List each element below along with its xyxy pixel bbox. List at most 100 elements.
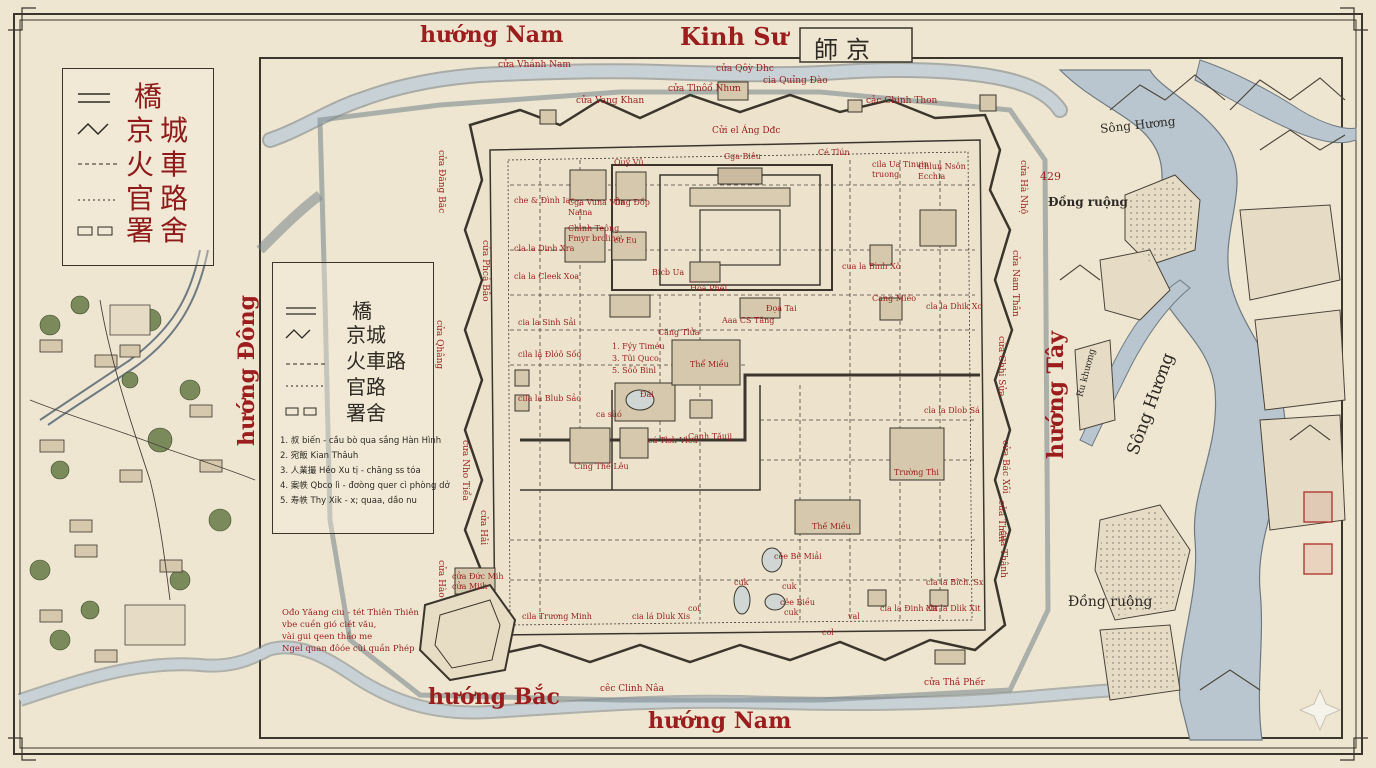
- citadel-building-label: Cé Tlún: [818, 148, 850, 157]
- citadel-building-label: Cang Miêo: [872, 294, 917, 303]
- gate-label: cửa Vang Khan: [576, 96, 645, 106]
- field-label: Đồng ruộng: [1048, 195, 1128, 209]
- gate-label: cửa Đăng Băc: [436, 150, 446, 214]
- map-note-line: Ođo Yăang ciu - tét Thiên Thiên: [282, 608, 419, 618]
- citadel-building-label: cửa Đức Mih: [452, 572, 504, 581]
- citadel-building-label: 3. Tũi Quco: [612, 354, 659, 363]
- citadel-building-label: Quỹ Vũ: [614, 158, 644, 167]
- number-label: 429: [1040, 170, 1061, 183]
- map-note-line: Ngel quan đôóe cũi quần Phép: [282, 644, 415, 654]
- legend-outer-char: 城: [160, 114, 189, 147]
- legend-outer-char: 署: [126, 214, 155, 247]
- legend-inner-row: 火車路: [346, 349, 406, 373]
- legend-entry: 1. 叔 biến - cầu bò qua sắng Hàn Hình: [280, 436, 442, 446]
- west-label: hướng Đông: [234, 295, 260, 446]
- gate-label: cửa Phcá Bâo: [480, 240, 490, 302]
- gate-label: cửa Hải: [478, 510, 488, 546]
- citadel-building-label: Cga Vuna Vila Naina: [568, 198, 625, 217]
- citadel-building-label: cila Ua Tinuin truong: [872, 160, 929, 179]
- citadel-building-label: cêe Bê Miải: [774, 552, 822, 561]
- legend-outer-char: 車: [160, 148, 189, 181]
- gate-label: cửa Tlnôổ Nhưn: [668, 84, 741, 94]
- citadel-building-label: cuk: [734, 578, 749, 587]
- legend-inner-row: 署舍: [346, 401, 386, 425]
- gate-label: cửa Hào: [436, 560, 446, 598]
- citadel-building-label: Căng Tlửa: [658, 328, 700, 337]
- citadel-building-label: che & Đình Iac: [514, 196, 575, 205]
- citadel-building-label: Bicb Ua: [652, 268, 685, 277]
- citadel-building-label: cila la Blub Sảo: [518, 394, 582, 403]
- gate-label: cia Quỉng Đào: [763, 76, 828, 86]
- citadel-building-label: Trường Thi: [894, 468, 939, 477]
- legend-entry: 3. 人業撮 Héo Xu tị - chăng ss tóa: [280, 466, 421, 476]
- legend-outer-char: 京: [126, 114, 155, 147]
- citadel-building-label: cuk: [782, 582, 797, 591]
- gate-label: cửa Qôỳ Dhc: [716, 64, 774, 74]
- citadel-building-label: cở Eu: [614, 236, 637, 245]
- citadel-building-label: cila la Đlóô Sốo: [518, 350, 582, 359]
- legend-outer-char: 火: [126, 148, 155, 181]
- map-title-cjk: 師京: [814, 36, 878, 64]
- citadel-building-label: Cĩng Thể Lêu: [574, 462, 629, 471]
- citadel-building-label: 5. Sồô Binl: [612, 366, 657, 375]
- citadel-building-label: Đọa Tai: [766, 304, 797, 313]
- legend-outer: [62, 68, 214, 266]
- legend-inner-symbols: [285, 307, 326, 416]
- citadel-building-label: cla la Dinh Xra: [514, 244, 575, 253]
- gate-label: cửa Hà Nhộ: [1018, 160, 1028, 215]
- legend-inner: [272, 262, 434, 534]
- citadel-building-label: Chinh Teông Fmyr brcline: [568, 224, 621, 243]
- south-label: hướng Nam: [648, 708, 792, 734]
- legend-entry: 4. 案帙 Qbco lì - đơòng quer cì phòng dở: [280, 481, 450, 491]
- gate-label: cảc Chinh Thon: [866, 96, 938, 106]
- citadel-building-label: cla la Cleek Xoa: [514, 272, 580, 281]
- citadel-building-label: col: [822, 628, 834, 637]
- citadel-building-label: Canh Tăuij: [688, 432, 733, 441]
- legend-outer-char: 官: [126, 182, 155, 215]
- gate-label: cửa Chhi Sửa: [996, 336, 1006, 397]
- citadel-building-label: cla la Dlik Xit: [926, 604, 981, 613]
- citadel-building-label: cila Trương Minh: [522, 612, 592, 621]
- map-note-line: vài gui qeen thắo me: [282, 632, 373, 642]
- citadel-gate-label: Cửi el Áng Dđc: [712, 126, 781, 136]
- legend-inner-row: 官路: [346, 375, 386, 399]
- gate-label: cửa Bác Xôi: [1000, 440, 1010, 494]
- citadel-building-label: cla la Bîch. Sx: [926, 578, 984, 587]
- legend-entry: 2. 宛飯 Kian Thâuh: [280, 451, 359, 461]
- citadel-building-label: Hóa Phếl: [690, 284, 728, 293]
- north-label: hướng Nam: [420, 22, 564, 48]
- east-label: hướng Tây: [1043, 330, 1069, 460]
- citadel-building-label: coi: [688, 604, 700, 613]
- citadel-building-label: val: [848, 612, 860, 621]
- citadel-building-label: Thể Miều: [690, 360, 729, 369]
- field-label: Đồng ruộng: [1068, 594, 1153, 610]
- citadel-building-label: 1. Fýy Timéu: [612, 342, 665, 351]
- citadel-building-label: Đái: [640, 390, 654, 399]
- citadel-building-label: cla la Dhik Xơ: [926, 302, 983, 311]
- gate-label: cửa Nam Thân: [1010, 250, 1020, 317]
- gate-label: cửa Vhánh Nam: [498, 60, 571, 70]
- citadel-building-label: cuk: [784, 608, 799, 617]
- legend-outer-char: 橋: [134, 80, 163, 113]
- citadel-building-label: Ông Đồp: [614, 198, 650, 207]
- legend-outer-char: 舍: [160, 214, 189, 247]
- legend-outer-symbols: [77, 93, 118, 236]
- citadel-building-label: Aaa CS Tăng: [722, 316, 775, 325]
- citadel-building-label: Cga Biêu: [724, 152, 761, 161]
- citadel-building-label: Chlun Nsôn Ecchia: [918, 162, 966, 181]
- gate-label: cửa Nho Tiểa: [460, 440, 470, 501]
- gate-label: cửa Thắ Phếr: [924, 678, 985, 688]
- gate-label: cửa Thânh: [998, 530, 1008, 578]
- citadel-building-label: Thế Miều: [812, 522, 851, 531]
- legend-inner-char: 橋: [352, 299, 372, 323]
- citadel-building-label: cia lá Dluk Xis: [632, 612, 691, 621]
- legend-outer-char: 路: [160, 182, 189, 215]
- citadel-building-label: cêe Biều: [780, 598, 816, 607]
- citadel-building-label: cla la Dlob Sá: [924, 406, 980, 415]
- citadel-building-label: cửa Miih: [452, 582, 488, 591]
- citadel-building-label: cua la Bình Xô: [842, 262, 901, 271]
- citadel-building-label: cá Tlsh Vleu: [648, 436, 698, 445]
- gate-label: cửa Thân: [996, 500, 1006, 543]
